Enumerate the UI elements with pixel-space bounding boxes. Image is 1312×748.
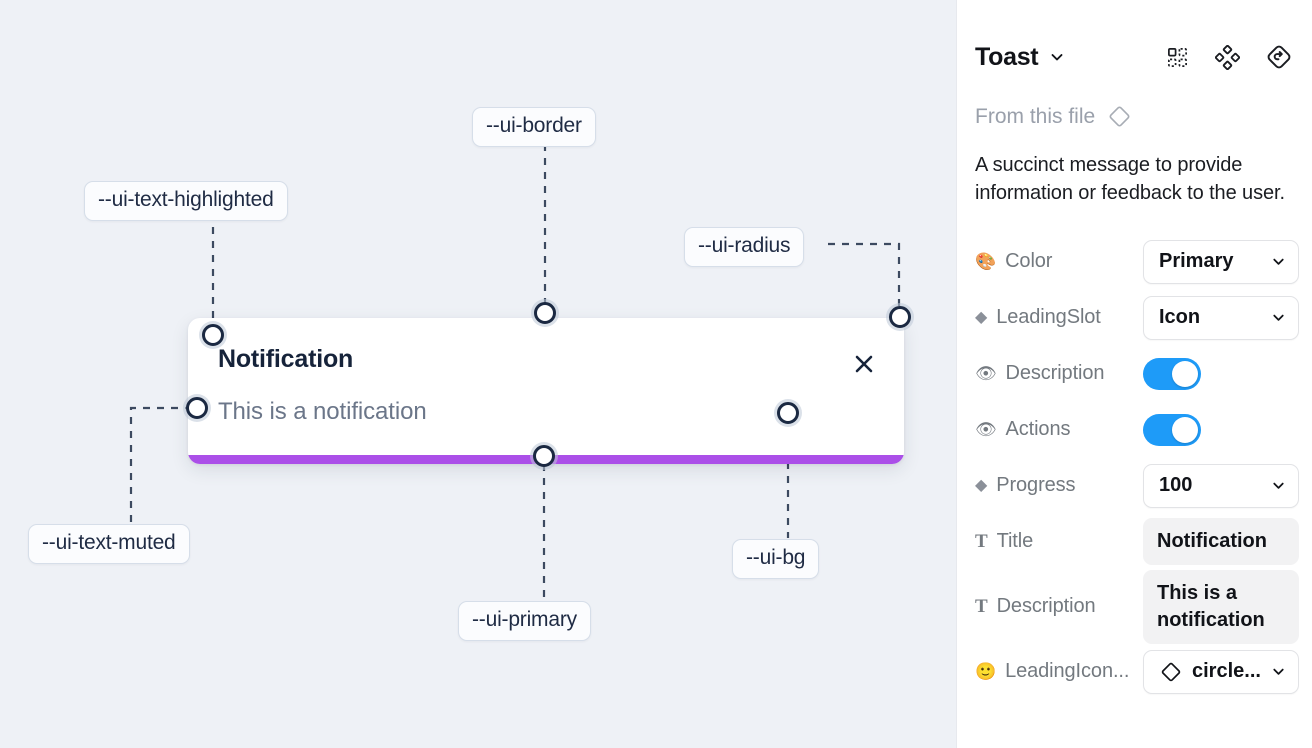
property-row-actions-toggle[interactable]: 👁 Actions <box>975 402 1294 458</box>
property-label-leadingicon: 🙂 LeadingIcon... <box>975 660 1143 683</box>
wire-radius <box>828 242 901 310</box>
property-label-text: Progress <box>996 474 1076 497</box>
progress-select[interactable]: 100 <box>1143 463 1299 508</box>
wire-text-muted <box>129 406 189 522</box>
property-label-progress: ◆ Progress <box>975 474 1143 497</box>
leadingslot-select[interactable]: Icon <box>1143 295 1299 340</box>
property-label-text: Actions <box>1005 418 1071 441</box>
color-select-value: Primary <box>1159 250 1234 273</box>
handle-border[interactable] <box>534 302 556 324</box>
property-label-text: Description <box>1005 362 1105 385</box>
property-row-title[interactable]: T Title Notification <box>975 514 1299 570</box>
description-toggle[interactable] <box>1143 357 1201 390</box>
leadingslot-select-value: Icon <box>1159 306 1201 329</box>
header-icon-group <box>1166 44 1294 70</box>
leadingicon-select-value: circle... <box>1192 660 1261 683</box>
property-row-color[interactable]: 🎨 Color Primary <box>975 234 1299 290</box>
property-label-text: LeadingIcon... <box>1005 660 1130 683</box>
annotation-tag-primary[interactable]: --ui-primary <box>458 601 591 641</box>
property-label-text: Description <box>996 595 1096 618</box>
handle-primary[interactable] <box>533 445 555 467</box>
chevron-down-icon <box>1271 478 1286 493</box>
property-row-leadingslot[interactable]: ◆ LeadingSlot Icon <box>975 290 1299 346</box>
property-label-description-toggle: 👁 Description <box>975 362 1143 385</box>
chevron-down-icon[interactable] <box>1049 49 1065 65</box>
title-field[interactable]: Notification <box>1143 518 1299 566</box>
eye-icon: 👁 <box>975 364 997 384</box>
property-label-text: Title <box>996 530 1034 553</box>
component-grid-icon[interactable] <box>1166 46 1189 69</box>
handle-text-muted[interactable] <box>186 397 208 419</box>
panel-header: Toast <box>975 26 1294 88</box>
property-label-title: T Title <box>975 530 1143 553</box>
actions-toggle[interactable] <box>1143 413 1201 446</box>
property-label-color: 🎨 Color <box>975 250 1143 273</box>
page-title: Toast <box>975 42 1039 71</box>
toast-title: Notification <box>218 345 354 373</box>
properties-panel[interactable]: Toast <box>956 0 1312 748</box>
property-row-leadingicon[interactable]: 🙂 LeadingIcon... circle... <box>975 644 1299 700</box>
property-list: 🎨 Color Primary ◆ LeadingSlot <box>975 234 1299 700</box>
component-description: A succinct message to provide informatio… <box>975 154 1285 205</box>
property-label-description-text: T Description <box>975 595 1143 618</box>
toast-card[interactable]: Notification This is a notification <box>188 318 904 464</box>
diamond-outline-icon <box>1107 104 1132 129</box>
color-select[interactable]: Primary <box>1143 239 1299 284</box>
text-icon: T <box>975 531 988 553</box>
property-row-description-toggle[interactable]: 👁 Description <box>975 346 1294 402</box>
from-this-file-row[interactable]: From this file <box>975 104 1294 129</box>
chevron-down-icon <box>1271 254 1286 269</box>
property-row-progress[interactable]: ◆ Progress 100 <box>975 458 1299 514</box>
toggle-knob <box>1172 416 1198 443</box>
eye-icon: 👁 <box>975 420 997 440</box>
property-row-description-text[interactable]: T Description This is a notification <box>975 569 1299 644</box>
annotation-tag-text-highlighted[interactable]: --ui-text-highlighted <box>84 181 288 221</box>
handle-bg[interactable] <box>777 402 799 424</box>
leadingicon-select[interactable]: circle... <box>1143 649 1299 694</box>
palette-icon: 🎨 <box>975 252 997 272</box>
diamond-outline-icon <box>1159 660 1183 684</box>
property-label-text: Color <box>1005 250 1053 273</box>
annotation-tag-text-muted[interactable]: --ui-text-muted <box>28 524 190 564</box>
diamond-icon: ◆ <box>975 476 988 494</box>
variants-diamond-icon[interactable] <box>1215 44 1240 70</box>
property-label-leadingslot: ◆ LeadingSlot <box>975 306 1143 329</box>
chevron-down-icon <box>1271 664 1286 679</box>
annotation-tag-radius[interactable]: --ui-radius <box>684 227 805 267</box>
diamond-icon: ◆ <box>975 308 988 326</box>
reset-instance-icon[interactable] <box>1266 44 1292 70</box>
handle-text-highlighted[interactable] <box>202 324 224 346</box>
from-this-file-label: From this file <box>975 104 1096 128</box>
annotation-tag-border[interactable]: --ui-border <box>472 107 596 147</box>
chevron-down-icon <box>1271 310 1286 325</box>
close-icon[interactable] <box>850 350 878 378</box>
toggle-knob <box>1172 360 1198 387</box>
progress-select-value: 100 <box>1159 474 1193 497</box>
toast-description: This is a notification <box>218 398 427 425</box>
property-label-actions-toggle: 👁 Actions <box>975 418 1143 441</box>
annotation-tag-bg[interactable]: --ui-bg <box>732 539 820 579</box>
description-field[interactable]: This is a notification <box>1143 569 1299 644</box>
emoji-icon: 🙂 <box>975 662 997 682</box>
design-canvas[interactable]: Notification This is a notification --ui… <box>0 0 956 748</box>
handle-radius[interactable] <box>889 306 911 328</box>
text-icon: T <box>975 596 988 618</box>
property-label-text: LeadingSlot <box>996 306 1101 329</box>
